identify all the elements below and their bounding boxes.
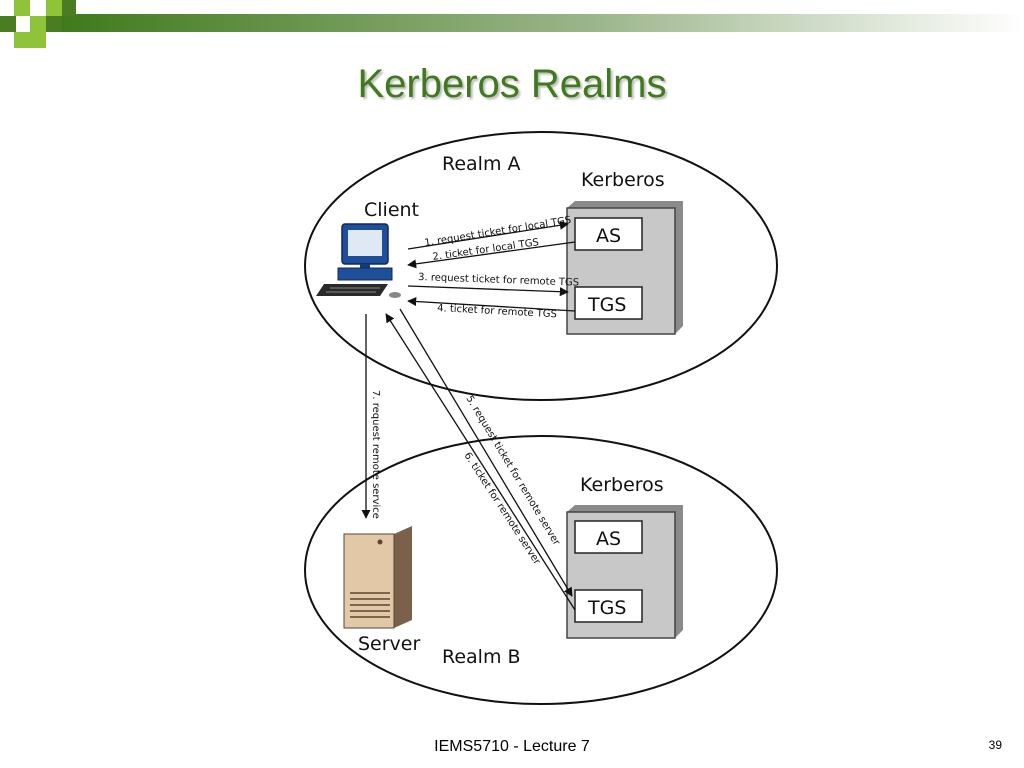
realm-a-label: Realm A [442, 153, 521, 175]
realm-a-ellipse [304, 131, 778, 401]
as-box-b [574, 520, 643, 554]
kerberos-b-box [566, 505, 683, 639]
page-number: 39 [988, 738, 1002, 752]
msg-4-label: 4. ticket for remote TGS [437, 303, 557, 320]
arrow-m2 [407, 241, 576, 269]
arrow-m5 [399, 308, 573, 597]
server-icon [343, 526, 412, 629]
msg-3-label: 3. request ticket for remote TGS [418, 272, 579, 289]
tgs-box-b [574, 589, 643, 623]
arrow-m4 [407, 296, 576, 312]
tgs-box-a [574, 286, 643, 320]
kerberos-a-box [566, 201, 683, 335]
slide-footer: IEMS5710 - Lecture 7 [434, 738, 590, 755]
tgs-label-a: TGS [587, 294, 626, 316]
arrow-m3 [407, 285, 569, 297]
slide-title: Kerberos Realms [357, 62, 667, 106]
kerberos-realms-diagram: Realm A Realm B Kerberos AS TGS Kerberos… [304, 131, 778, 705]
realm-b-ellipse [304, 435, 778, 705]
arrow-m6 [385, 313, 576, 611]
client-label: Client [364, 199, 419, 221]
tgs-label-b: TGS [587, 597, 626, 619]
as-box-a [574, 217, 643, 251]
client-computer-icon [316, 223, 401, 298]
as-label-b: AS [596, 528, 621, 550]
kerberos-b-label: Kerberos [580, 474, 664, 496]
arrow-m1 [407, 220, 569, 250]
msg-7-label: 7. request remote service [370, 390, 381, 519]
as-label-a: AS [596, 225, 621, 247]
realm-b-label: Realm B [442, 646, 521, 668]
kerberos-a-label: Kerberos [581, 169, 665, 191]
server-label: Server [358, 633, 420, 655]
top-decoration-bar [0, 0, 1024, 48]
